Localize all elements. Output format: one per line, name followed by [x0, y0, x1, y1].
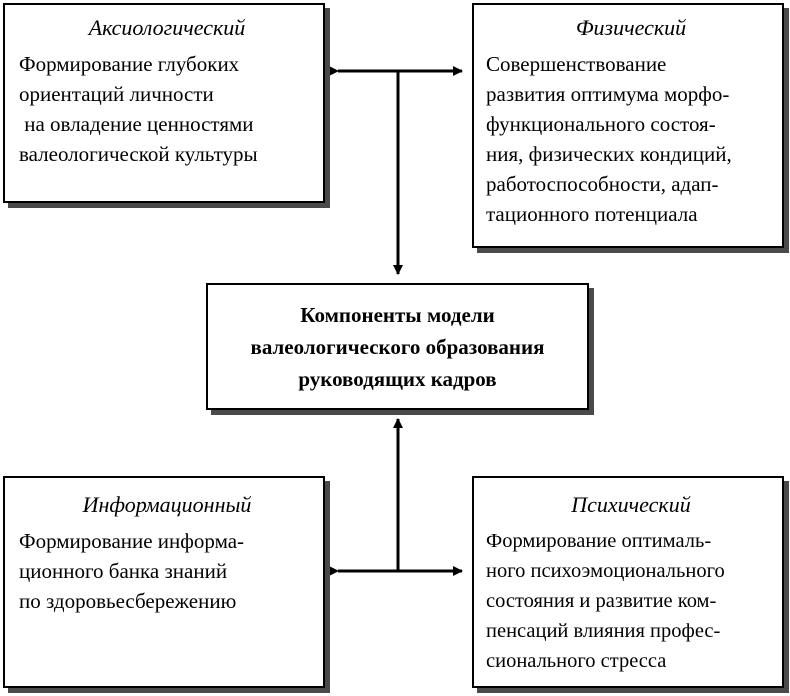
psychic-line: Формирование оптималь-: [486, 530, 712, 552]
physical-line: Совершенствование: [486, 52, 667, 76]
psychic-title: Психический: [571, 492, 691, 517]
physical-title: Физический: [575, 15, 687, 40]
axiological-line: Формирование глубоких: [19, 52, 240, 76]
informational-component-box: Информационный Формирование информа- цио…: [3, 476, 325, 688]
axiological-line: валеологической культуры: [19, 142, 258, 166]
center-title-line: валеологического образования: [250, 335, 545, 359]
psychic-line: ного психоэмоционального: [486, 560, 725, 582]
informational-line: по здоровьесбережению: [19, 589, 237, 613]
axiological-component-box: Аксиологический Формирование глубоких ор…: [3, 3, 325, 203]
axiological-line: ориентаций личности: [19, 82, 214, 106]
physical-line: тационного потенциала: [486, 202, 698, 226]
informational-line: ционного банка знаний: [19, 559, 228, 583]
psychic-line: состояния и развитие ком-: [486, 590, 717, 612]
physical-component-box: Физический Совершенствование развития оп…: [472, 3, 784, 248]
informational-line: Формирование информа-: [19, 529, 245, 553]
axiological-line: на овладение ценностями: [19, 112, 254, 136]
psychic-line: сионального стресса: [486, 650, 667, 672]
psychic-component-box: Психический Формирование оптималь- ного …: [472, 476, 784, 688]
physical-line: ния, физических кондиций,: [486, 142, 732, 166]
physical-line: работоспособности, адап-: [486, 172, 719, 196]
center-title-line: Компоненты модели: [300, 303, 495, 327]
physical-line: функционального состоя-: [486, 112, 716, 136]
psychic-line: пенсаций влияния профес-: [486, 620, 721, 642]
axiological-title: Аксиологический: [88, 15, 246, 40]
physical-line: развития оптимума морфо-: [486, 82, 730, 106]
model-components-center-box: Компоненты модели валеологического образ…: [206, 283, 589, 410]
informational-title: Информационный: [82, 492, 252, 517]
center-title-line: руководящих кадров: [298, 367, 497, 391]
